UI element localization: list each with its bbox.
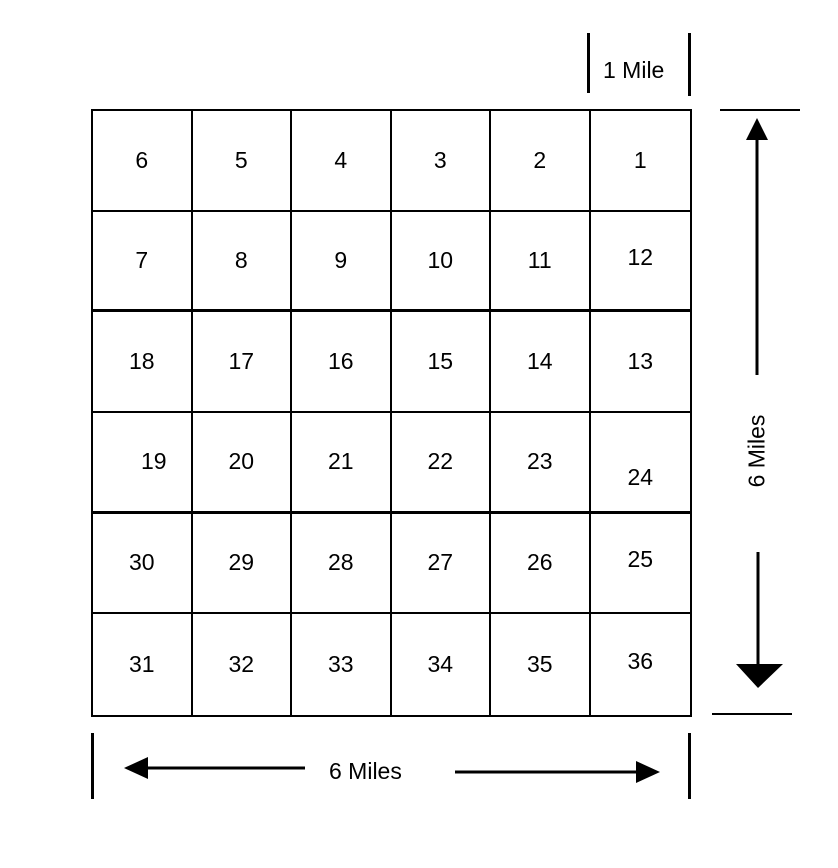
width-left-tick	[91, 733, 94, 799]
section-number: 28	[327, 549, 354, 576]
section-cell: 15	[391, 312, 491, 413]
section-cell: 12	[590, 212, 690, 313]
section-number: 18	[128, 348, 155, 375]
section-number: 17	[228, 348, 255, 375]
up-arrow-icon	[746, 118, 768, 375]
height-top-tick	[720, 109, 800, 111]
section-number: 13	[627, 348, 654, 375]
one-mile-label: 1 Mile	[603, 57, 665, 83]
section-number: 23	[526, 448, 553, 475]
section-cell: 14	[491, 312, 591, 413]
section-number: 26	[526, 549, 553, 576]
section-cell: 5	[192, 111, 292, 212]
section-number: 7	[135, 246, 149, 273]
section-number: 24	[627, 464, 654, 491]
section-cell: 6	[93, 111, 193, 212]
section-number: 14	[526, 348, 553, 375]
section-number: 30	[128, 549, 155, 576]
section-number: 25	[627, 546, 654, 573]
section-number: 2	[533, 146, 547, 173]
down-arrow-icon	[736, 552, 783, 688]
section-cell: 28	[292, 513, 392, 615]
height-label: 6 Miles	[743, 414, 770, 488]
section-cell: 16	[292, 312, 392, 413]
section-number: 31	[128, 651, 155, 678]
section-cell: 19	[93, 412, 193, 514]
section-number: 8	[234, 246, 248, 273]
section-cell: 11	[491, 211, 591, 313]
section-number: 1	[633, 146, 647, 173]
left-arrow-icon	[124, 757, 305, 779]
section-cell: 18	[93, 312, 193, 413]
section-number: 3	[433, 146, 447, 173]
section-cell: 20	[192, 412, 292, 514]
section-number: 16	[327, 348, 354, 375]
section-cell: 36	[591, 614, 691, 715]
section-cell: 8	[192, 211, 292, 313]
height-bottom-tick	[712, 713, 792, 715]
section-cell: 23	[491, 412, 591, 514]
section-cell: 17	[192, 312, 292, 413]
section-cell: 29	[192, 513, 292, 615]
section-number: 36	[627, 648, 654, 675]
section-number: 11	[527, 246, 552, 273]
section-number: 32	[228, 651, 255, 678]
section-cell: 34	[392, 614, 491, 715]
section-number: 21	[327, 448, 354, 475]
section-cell: 22	[391, 412, 491, 514]
section-cell: 26	[491, 513, 591, 615]
section-number: 4	[334, 146, 348, 173]
section-cell: 9	[292, 211, 392, 313]
section-number: 27	[427, 549, 454, 576]
section-number: 29	[228, 549, 255, 576]
section-number: 22	[427, 448, 454, 475]
section-cell: 27	[391, 513, 491, 615]
section-cell: 21	[292, 412, 392, 514]
section-number: 20	[228, 448, 255, 475]
width-right-tick	[688, 733, 691, 799]
section-number: 35	[526, 651, 553, 678]
section-number: 15	[427, 348, 454, 375]
one-mile-left-tick	[587, 33, 590, 93]
section-number: 5	[234, 146, 248, 173]
section-number: 10	[427, 246, 454, 273]
width-label: 6 Miles	[329, 758, 402, 784]
section-cell: 33	[292, 614, 392, 715]
section-cell: 2	[491, 111, 591, 212]
section-number: 34	[427, 651, 454, 678]
section-cell: 3	[391, 111, 491, 212]
section-cell: 4	[292, 111, 392, 212]
section-cell: 1	[590, 111, 690, 212]
section-cell: 25	[590, 514, 690, 615]
section-cell: 32	[193, 614, 292, 715]
section-number: 9	[334, 246, 348, 273]
section-cell: 10	[391, 211, 491, 313]
section-cell: 35	[491, 614, 591, 715]
section-cell: 7	[93, 211, 193, 313]
section-cell: 13	[590, 312, 690, 413]
section-cell: 24	[590, 413, 690, 514]
section-number: 33	[327, 651, 354, 678]
one-mile-right-tick	[688, 33, 691, 96]
section-number: 12	[627, 243, 654, 270]
right-arrow-icon	[455, 761, 660, 783]
section-cell: 31	[93, 614, 193, 715]
section-number: 6	[135, 146, 149, 173]
section-cell: 30	[93, 513, 193, 615]
section-number: 19	[140, 448, 167, 475]
